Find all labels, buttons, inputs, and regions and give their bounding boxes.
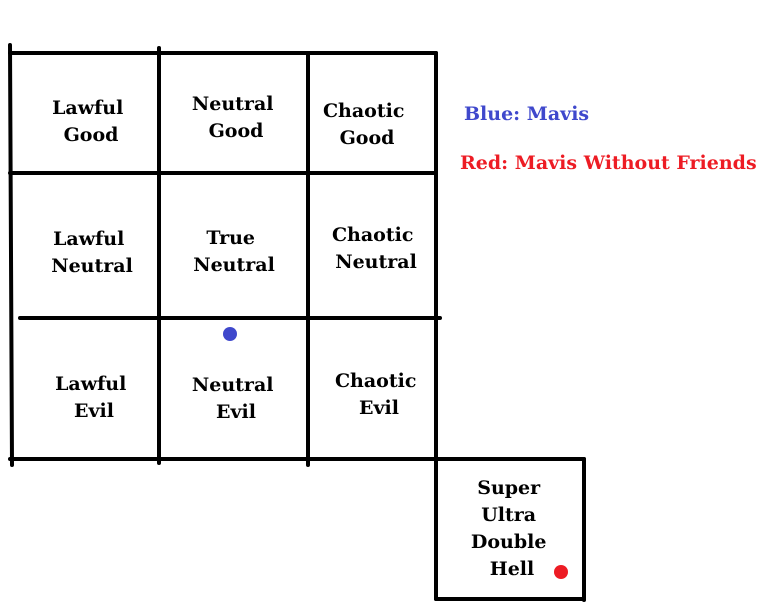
cell-hell-line2: Ultra <box>481 504 536 526</box>
cell-true-neutral: True Neutral <box>193 227 275 276</box>
cell-true-neutral-line1: True <box>206 227 255 249</box>
cell-labels: Lawful Good Neutral Good Chaotic Good La… <box>51 93 553 580</box>
cell-lawful-evil-line1: Lawful <box>55 373 126 395</box>
cell-lawful-good: Lawful Good <box>52 97 130 146</box>
cell-lawful-neutral: Lawful Neutral <box>51 228 133 277</box>
cell-neutral-good-line1: Neutral <box>192 93 274 115</box>
cell-chaotic-neutral: Chaotic Neutral <box>332 224 420 273</box>
cell-lawful-good-line2: Good <box>64 124 119 146</box>
cell-lawful-neutral-line1: Lawful <box>53 228 124 250</box>
legend-blue-mavis: Blue: Mavis <box>464 103 589 125</box>
markers <box>223 327 568 579</box>
grid-line-left <box>8 43 14 467</box>
cell-chaotic-evil: Chaotic Evil <box>335 370 423 419</box>
cell-lawful-evil: Lawful Evil <box>55 373 133 422</box>
cell-neutral-good-line2: Good <box>209 120 264 142</box>
cell-chaotic-evil-line2: Evil <box>359 397 399 419</box>
cell-chaotic-good: Chaotic Good <box>323 100 411 149</box>
cell-chaotic-good-line1: Chaotic <box>323 100 404 122</box>
cell-hell-line3: Double <box>471 531 547 553</box>
cell-hell-line4: Hell <box>490 558 534 580</box>
marker-mavis-without-friends <box>554 565 568 579</box>
cell-lawful-evil-line2: Evil <box>74 400 114 422</box>
cell-true-neutral-line2: Neutral <box>193 254 275 276</box>
cell-lawful-good-line1: Lawful <box>52 97 123 119</box>
cell-hell-line1: Super <box>477 477 541 499</box>
cell-chaotic-neutral-line1: Chaotic <box>332 224 413 246</box>
cell-chaotic-good-line2: Good <box>340 127 395 149</box>
marker-mavis <box>223 327 237 341</box>
cell-neutral-evil-line1: Neutral <box>192 374 274 396</box>
cell-chaotic-evil-line1: Chaotic <box>335 370 416 392</box>
grid-lines <box>8 43 442 467</box>
cell-neutral-evil-line2: Evil <box>216 401 256 423</box>
cell-super-ultra-double-hell: Super Ultra Double Hell <box>471 477 553 580</box>
cell-neutral-evil: Neutral Evil <box>192 374 280 423</box>
legend-red-mavis-without-friends: Red: Mavis Without Friends <box>460 152 757 174</box>
cell-neutral-good: Neutral Good <box>192 93 280 142</box>
cell-chaotic-neutral-line2: Neutral <box>335 251 417 273</box>
cell-lawful-neutral-line2: Neutral <box>51 255 133 277</box>
super-ultra-double-hell-box <box>434 457 586 602</box>
legend: Blue: Mavis Red: Mavis Without Friends <box>460 103 757 174</box>
